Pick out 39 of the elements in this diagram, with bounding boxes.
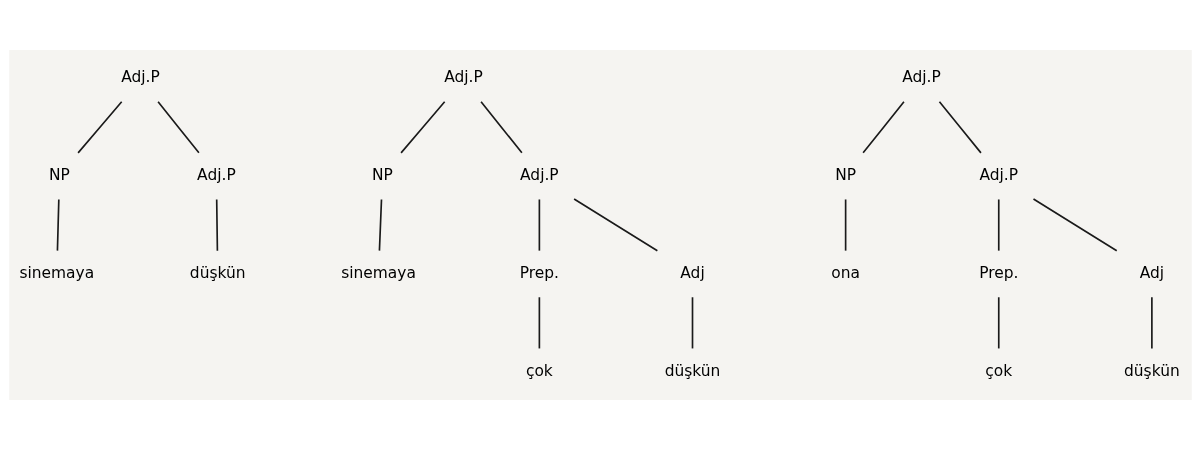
connector — [77, 100, 123, 154]
connector — [862, 100, 905, 154]
connector — [938, 100, 982, 154]
connector — [480, 100, 523, 154]
connector — [538, 198, 541, 251]
node-text: sinemaya — [19, 263, 95, 282]
connector — [56, 198, 60, 251]
connector — [1032, 197, 1118, 252]
node-text: ona — [831, 263, 860, 282]
connector — [1151, 295, 1153, 349]
node-text: çok — [525, 361, 553, 380]
connector — [573, 197, 659, 252]
node-text: Adj.P — [121, 67, 160, 86]
connector — [378, 198, 383, 251]
node-text: Prep. — [519, 263, 559, 282]
connector — [997, 295, 1000, 349]
node-text: Adj.P — [444, 67, 483, 86]
node-text: çok — [985, 361, 1013, 380]
node-text: NP — [835, 165, 857, 184]
connector — [157, 100, 200, 154]
connector — [844, 198, 847, 251]
connector — [215, 198, 219, 251]
node-text: NP — [48, 165, 70, 184]
node-text: Adj.P — [197, 165, 236, 184]
connector — [997, 198, 1000, 251]
node-text: sinemaya — [341, 263, 416, 282]
node-text: düşkün — [1124, 361, 1180, 380]
node-text: Adj.P — [902, 67, 941, 86]
node-text: düşkün — [189, 263, 246, 282]
node-text: NP — [371, 165, 393, 184]
node-text: Adj.P — [979, 165, 1019, 184]
connector — [400, 100, 446, 154]
node-text: Adj — [680, 263, 705, 282]
connector — [538, 295, 541, 349]
connector — [691, 295, 694, 349]
node-text: düşkün — [664, 361, 721, 380]
node-text: Adj — [1139, 263, 1165, 282]
node-text: Adj.P — [520, 165, 559, 184]
node-text: Prep. — [979, 263, 1019, 282]
